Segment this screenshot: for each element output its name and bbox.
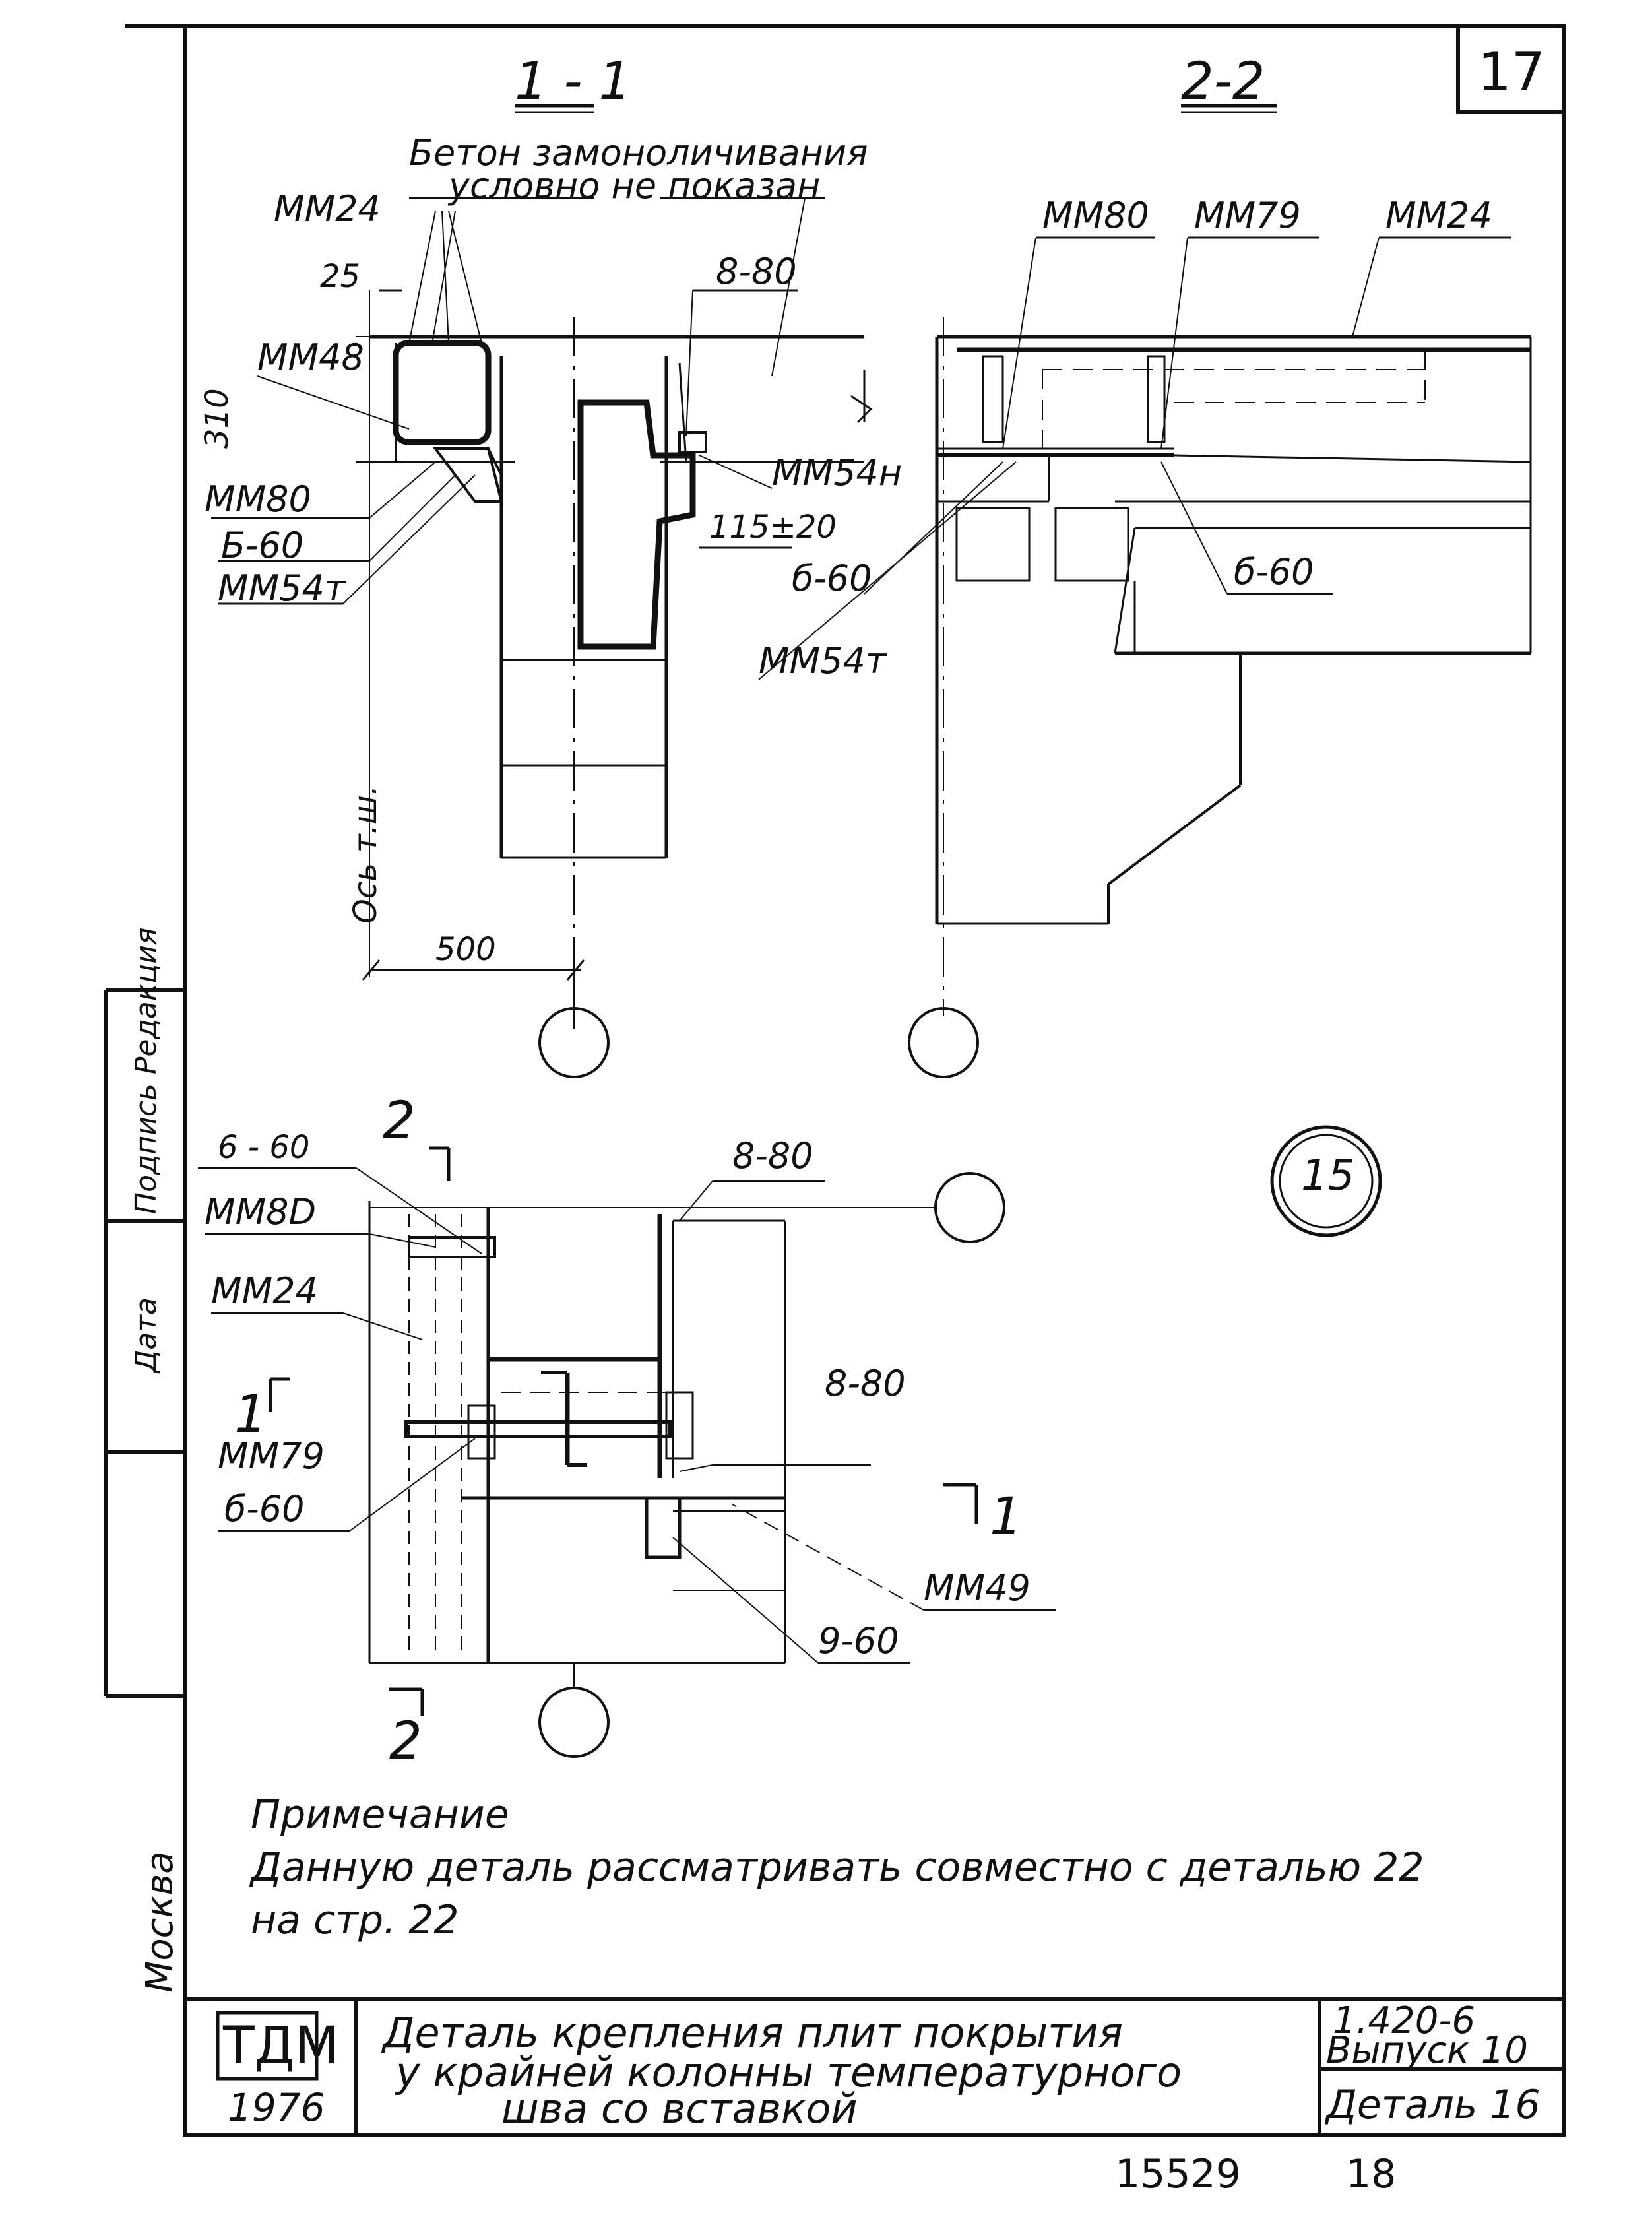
section-1-1-title: 1 - 1 bbox=[515, 52, 631, 112]
dim-310: 310 bbox=[199, 388, 236, 449]
plan-label-6-60-top: 6 - 60 bbox=[218, 1129, 310, 1166]
concrete-note-line2: условно не показан bbox=[449, 165, 821, 207]
label-b60: Б-60 bbox=[221, 525, 304, 566]
label-2-2-6-60: б-60 bbox=[1234, 551, 1314, 593]
footer-right-number: 18 bbox=[1346, 2151, 1397, 2197]
axis-label: Ось т.ш. bbox=[347, 785, 384, 924]
label-2-2-mm24: ММ24 bbox=[1385, 195, 1492, 236]
plan-cut1-right: 1 bbox=[990, 1487, 1023, 1547]
detail-mark-number: 15 bbox=[1301, 1151, 1355, 1200]
title-issue: Выпуск 10 bbox=[1326, 2029, 1529, 2072]
side-stamp-col1: Подпись Редакция bbox=[129, 927, 163, 1214]
dim-115: 115±20 bbox=[709, 509, 837, 546]
title-line3: шва со вставкой bbox=[501, 2084, 858, 2133]
side-stamp-col2: Дата bbox=[129, 1297, 163, 1373]
dim-25: 25 bbox=[320, 258, 361, 295]
plan-cut1-left: 1 bbox=[234, 1385, 267, 1444]
plan-label-8-80-mid: 8-80 bbox=[825, 1363, 906, 1404]
sheet-frame bbox=[183, 24, 1566, 2137]
title-detail: Деталь 16 bbox=[1326, 2082, 1541, 2128]
plan-label-6-60-mid: б-60 bbox=[224, 1488, 305, 1530]
title-year: 1976 bbox=[228, 2085, 325, 2130]
plan-label-mm79: ММ79 bbox=[218, 1435, 325, 1477]
page-number-box bbox=[1456, 24, 1566, 114]
label-mm80: ММ80 bbox=[205, 478, 311, 520]
label-mm48: ММ48 bbox=[257, 337, 364, 378]
label-8-80: 8-80 bbox=[716, 251, 797, 292]
section-2-2-title: 2-2 bbox=[1181, 52, 1265, 112]
title-line1: Деталь крепления плит покрытия bbox=[383, 2009, 1123, 2057]
label-mm24: ММ24 bbox=[274, 188, 381, 230]
label-mm54n: ММ54н bbox=[772, 452, 903, 494]
org-logo-box bbox=[216, 2011, 319, 2081]
label-2-2-mm79: ММ79 bbox=[1194, 195, 1301, 236]
title-line2: у крайней колонны температурного bbox=[396, 2048, 1182, 2096]
plan-label-mm24: ММ24 bbox=[211, 1270, 318, 1312]
footer-left-number: 15529 bbox=[1115, 2151, 1241, 2197]
detail-mark-circle bbox=[1270, 1125, 1382, 1237]
note-heading: Примечание bbox=[251, 1792, 509, 1838]
plan-label-mm80: ММ8D bbox=[205, 1191, 317, 1233]
plan-cut2-bottom: 2 bbox=[389, 1712, 422, 1771]
page-number: 17 bbox=[1478, 42, 1545, 103]
concrete-note-line1: Бетон замоноличивания bbox=[409, 132, 868, 174]
label-6-60-left: б-60 bbox=[792, 558, 872, 599]
plan-cut2-top: 2 bbox=[383, 1091, 416, 1151]
section-1-1-drawing bbox=[211, 104, 873, 1078]
note-line2: на стр. 22 bbox=[251, 1897, 459, 1943]
label-2-2-mm80: ММ80 bbox=[1042, 195, 1149, 236]
dim-500: 500 bbox=[435, 931, 496, 968]
section-2-2-drawing bbox=[758, 104, 1532, 1078]
title-series: 1.420-6 bbox=[1333, 1999, 1476, 2042]
org-logo: ТДМ bbox=[223, 2017, 339, 2076]
label-mm54t: ММ54т bbox=[218, 567, 346, 609]
plan-label-9-60: 9-60 bbox=[818, 1620, 899, 1662]
note-line1: Данную деталь рассматривать совместно с … bbox=[251, 1844, 1424, 1890]
side-stamp-city: Москва bbox=[139, 1851, 181, 1993]
plan-label-mm49: ММ49 bbox=[924, 1567, 1031, 1609]
label-mm54t-b: ММ54т bbox=[759, 640, 887, 682]
plan-drawing bbox=[198, 1125, 1382, 1758]
plan-label-8-80-top: 8-80 bbox=[732, 1135, 813, 1177]
